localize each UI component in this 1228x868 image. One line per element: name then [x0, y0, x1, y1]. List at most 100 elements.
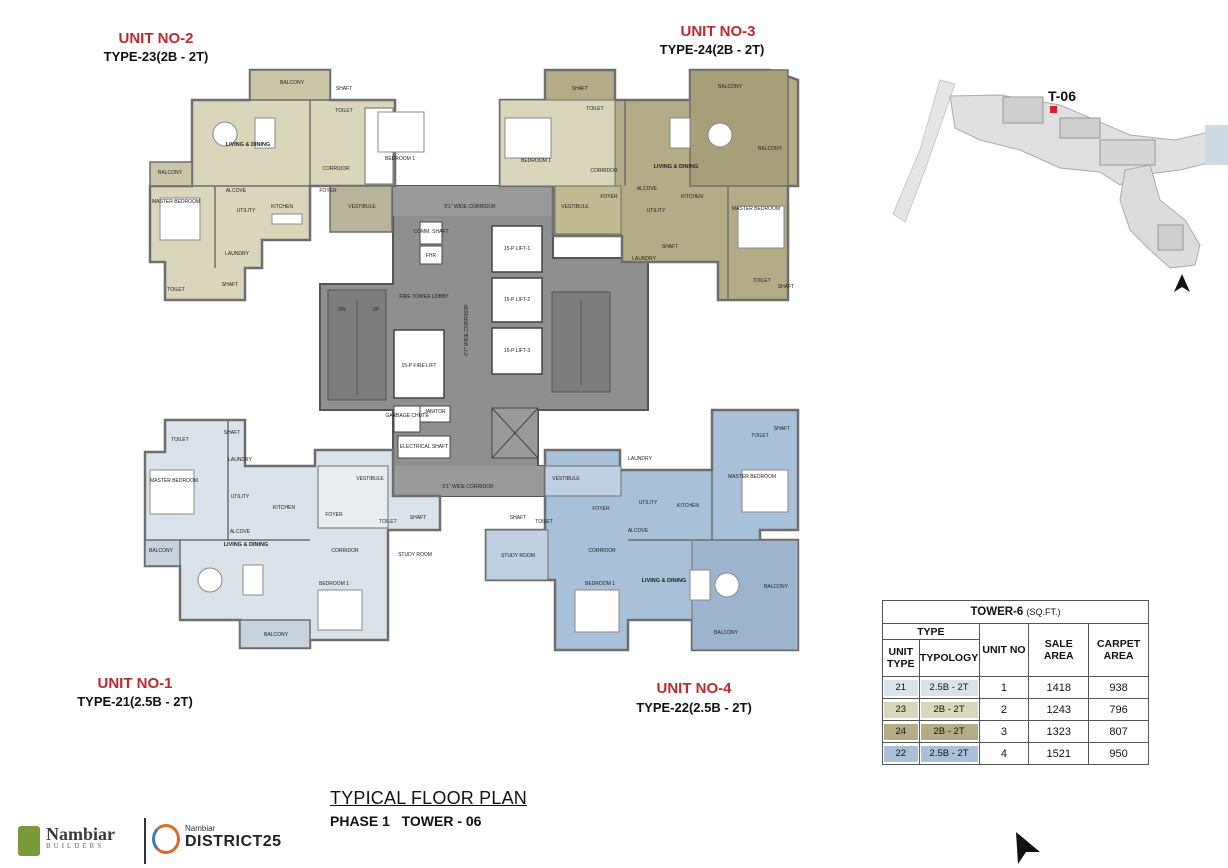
room-label: KITCHEN	[273, 505, 295, 511]
room-label: FHR	[426, 253, 437, 259]
room-label: GARBAGE CHUTE	[385, 413, 429, 419]
room-label: FOYER	[592, 506, 610, 512]
table-row: 22 2.5B - 2T 4 1521 950	[882, 742, 1149, 765]
unit-3-title: UNIT NO-3	[680, 23, 756, 40]
room-label: ELECTRICAL SHAFT	[400, 444, 448, 450]
room-label: BALCONY	[149, 548, 174, 554]
room-label: ALCOVE	[230, 529, 251, 535]
table-header-typology: TYPOLOGY	[918, 639, 980, 677]
room-label: TOILET	[753, 278, 770, 284]
plan-subtitle: PHASE 1 TOWER - 06	[330, 813, 482, 829]
room-label: FOYER	[319, 188, 337, 194]
table-header-type: TYPE	[882, 623, 980, 640]
room-label: KITCHEN	[677, 503, 699, 509]
room-label: 15-P LIFT-2	[504, 297, 531, 303]
table-header-sale-area: SALE AREA	[1028, 623, 1090, 677]
unit-2-plan	[148, 68, 425, 302]
plan-title: TYPICAL FLOOR PLAN	[330, 788, 527, 808]
logo-divider	[144, 818, 146, 864]
room-label: 6'7" WIDE CORRIDOR	[464, 304, 470, 356]
unit-1-type: TYPE-21(2.5B - 2T)	[77, 694, 193, 709]
table-header-unit-type: UNIT TYPE	[882, 639, 920, 677]
room-label: FOYER	[600, 194, 618, 200]
room-labels: BALCONY SHAFT TOILET LIVING & DINING COR…	[149, 80, 794, 638]
room-label: 5'1" WIDE CORRIDOR	[444, 204, 496, 210]
unit-4-plan	[484, 408, 800, 652]
room-label: COMM. SHAFT	[414, 229, 449, 235]
room-label: BEDROOM 1	[521, 158, 551, 164]
room-label: SHAFT	[774, 426, 790, 432]
room-label: VESTIBULE	[561, 204, 589, 210]
unit-4-type: TYPE-22(2.5B - 2T)	[636, 700, 752, 715]
room-label: LAUNDRY	[632, 256, 656, 262]
room-label: SHAFT	[778, 284, 794, 290]
table-row: 24 2B - 2T 3 1323 807	[882, 720, 1149, 743]
unit-1-plan	[143, 418, 442, 650]
room-label: 15-P LIFT-3	[504, 348, 531, 354]
unit-3-type: TYPE-24(2B - 2T)	[659, 42, 765, 57]
room-label: ALCOVE	[628, 528, 649, 534]
room-label: UP	[373, 307, 381, 313]
room-label: UTILITY	[237, 208, 256, 214]
room-label: BALCONY	[718, 84, 743, 90]
room-label: CORRIDOR	[331, 548, 359, 554]
room-label: ALCOVE	[226, 188, 247, 194]
room-label: SHAFT	[224, 430, 240, 436]
unit-2-type: TYPE-23(2B - 2T)	[103, 49, 209, 64]
core-area	[319, 185, 649, 497]
room-label: UTILITY	[647, 208, 666, 214]
room-label: BEDROOM 1	[385, 156, 415, 162]
room-label: STUDY ROOM	[501, 553, 535, 559]
room-label: 15-P LIFT-1	[504, 246, 531, 252]
unit-4-title: UNIT NO-4	[656, 680, 732, 697]
room-label: FOYER	[325, 512, 343, 518]
room-label: STUDY ROOM	[398, 552, 432, 558]
room-label: CORRIDOR	[588, 548, 616, 554]
room-label: LAUNDRY	[228, 457, 252, 463]
room-label: LIVING & DINING	[642, 578, 687, 584]
room-label: 5'1" WIDE CORRIDOR	[442, 484, 494, 490]
room-label: SHAFT	[572, 86, 588, 92]
room-label: FIRE TOWER LOBBY	[399, 294, 449, 300]
table-title: TOWER-6 (SQ.FT.)	[882, 600, 1149, 624]
room-label: TOILET	[171, 437, 188, 443]
room-label: VESTIBULE	[356, 476, 384, 482]
room-label: BALCONY	[264, 632, 289, 638]
room-label: 15-P FIRE LIFT	[402, 363, 437, 369]
north-arrow-icon	[1174, 274, 1190, 292]
unit-1-title: UNIT NO-1	[97, 675, 173, 692]
key-plan: T-06	[892, 79, 1228, 292]
room-label: MASTER BEDROOM	[150, 478, 198, 484]
room-label: MASTER BEDROOM	[732, 206, 780, 212]
room-label: SHAFT	[410, 515, 426, 521]
room-label: LAUNDRY	[628, 456, 652, 462]
room-label: TOILET	[535, 519, 552, 525]
nambiar-logo: Nambiar BUILDERS	[46, 824, 115, 850]
table-row: 23 2B - 2T 2 1243 796	[882, 698, 1149, 721]
table-header-unit-no: UNIT NO	[978, 623, 1030, 677]
room-label: CORRIDOR	[590, 168, 618, 174]
room-label: VESTIBULE	[348, 204, 376, 210]
room-label: BALCONY	[158, 170, 183, 176]
room-label: TOILET	[335, 108, 352, 114]
room-label: TOILET	[751, 433, 768, 439]
room-label: UTILITY	[639, 500, 658, 506]
room-label: UTILITY	[231, 494, 250, 500]
room-label: MASTER BEDROOM	[728, 474, 776, 480]
room-label: BALCONY	[764, 584, 789, 590]
room-label: KITCHEN	[271, 204, 293, 210]
room-label: TOILET	[167, 287, 184, 293]
room-label: SHAFT	[222, 282, 238, 288]
table-header-carpet-area: CARPET AREA	[1088, 623, 1149, 677]
north-arrow-icon	[1016, 832, 1040, 864]
keyplan-tower-label: T-06	[1048, 88, 1076, 104]
room-label: BALCONY	[714, 630, 739, 636]
room-label: SHAFT	[662, 244, 678, 250]
room-label: JANITOR	[424, 409, 446, 415]
room-label: VESTIBULE	[552, 476, 580, 482]
nambiar-logo-icon	[18, 826, 40, 856]
room-label: BALCONY	[280, 80, 305, 86]
room-label: KITCHEN	[681, 194, 703, 200]
area-table: TOWER-6 (SQ.FT.) TYPE UNIT NO SALE AREA …	[882, 600, 1149, 765]
